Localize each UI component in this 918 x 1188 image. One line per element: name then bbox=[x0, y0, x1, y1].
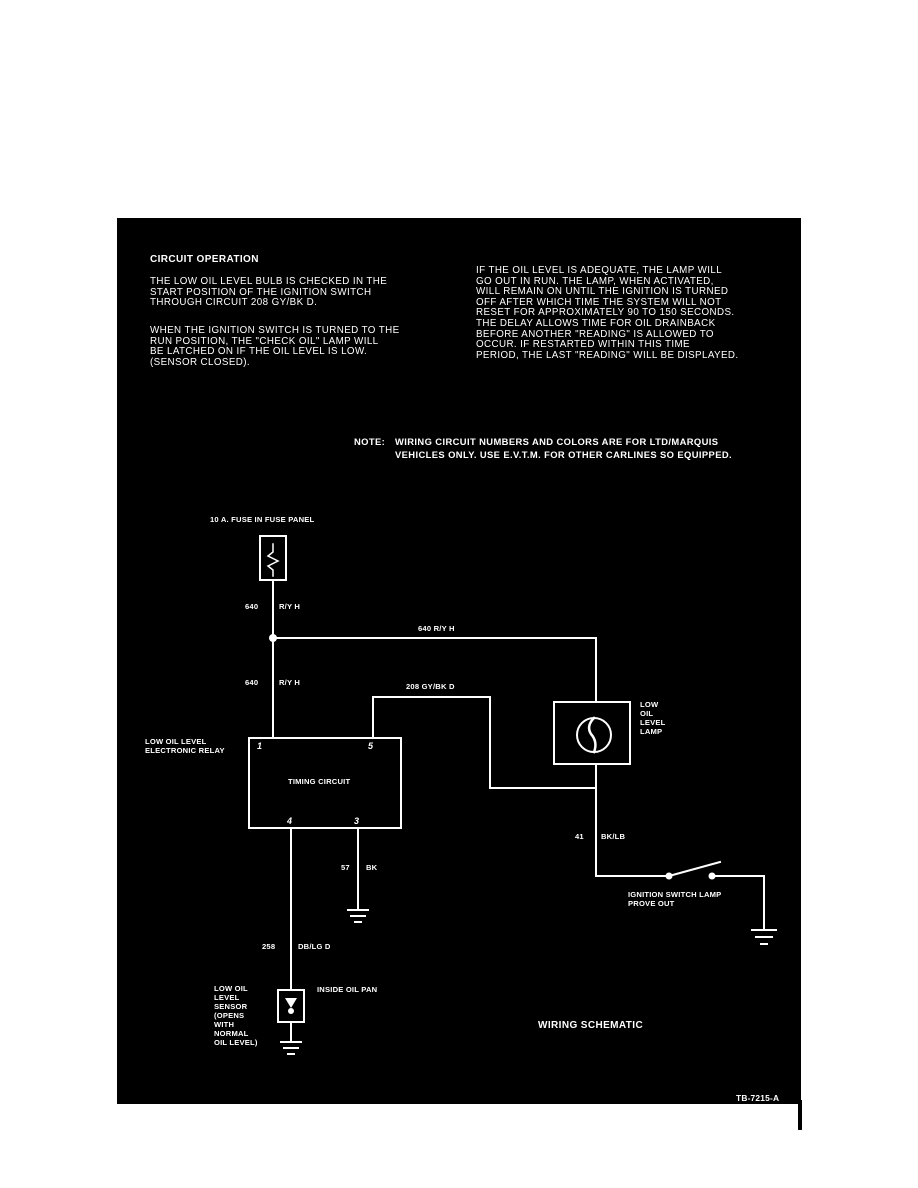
wire-41-number: 41 bbox=[575, 832, 584, 841]
fuse-label: 10 A. FUSE IN FUSE PANEL bbox=[210, 515, 315, 524]
wire-57-color: BK bbox=[366, 863, 378, 872]
wire-41 bbox=[595, 763, 670, 877]
ignition-switch-label: IGNITION SWITCH LAMP PROVE OUT bbox=[628, 890, 722, 908]
ground-symbol-sensor bbox=[280, 1041, 302, 1055]
wiring-schematic-caption: WIRING SCHEMATIC bbox=[538, 1020, 644, 1031]
wire-258-color: DB/LG D bbox=[298, 942, 331, 951]
relay-label: LOW OIL LEVEL ELECTRONIC RELAY bbox=[145, 737, 225, 755]
wire-208 bbox=[372, 696, 597, 789]
wire-640-color-lower: R/Y H bbox=[279, 678, 301, 687]
wire-640-to-lamp bbox=[272, 637, 597, 703]
relay-pin-5: 5 bbox=[368, 741, 374, 751]
wire-41-color: BK/LB bbox=[601, 832, 626, 841]
note-line-2: VEHICLES ONLY. USE E.V.T.M. FOR OTHER CA… bbox=[395, 449, 733, 460]
sensor-label: LOW OIL LEVEL SENSOR (OPENS WITH NORMAL … bbox=[214, 984, 258, 1047]
lamp-filament bbox=[587, 716, 597, 754]
lamp-label: LOW OIL LEVEL LAMP bbox=[640, 700, 666, 736]
timing-circuit-label: TIMING CIRCUIT bbox=[288, 777, 351, 786]
wire-640-number-upper: 640 bbox=[245, 602, 259, 611]
wire-640-color-upper: R/Y H bbox=[279, 602, 301, 611]
sensor-float-icon bbox=[285, 998, 297, 1008]
relay-pin-4: 4 bbox=[287, 816, 293, 826]
oil-pan-label: INSIDE OIL PAN bbox=[317, 985, 378, 994]
wire-640-number-lower: 640 bbox=[245, 678, 259, 687]
switch-ground-wire bbox=[711, 875, 765, 931]
electronic-relay-box bbox=[248, 737, 402, 829]
wire-258-number: 258 bbox=[262, 942, 276, 951]
switch-contact-right bbox=[708, 872, 716, 880]
paragraph-oil-adequate: IF THE OIL LEVEL IS ADEQUATE, THE LAMP W… bbox=[476, 265, 739, 361]
paragraph-run-position: WHEN THE IGNITION SWITCH IS TURNED TO TH… bbox=[150, 325, 400, 368]
schematic-panel bbox=[117, 218, 801, 1104]
lamp-bulb-icon bbox=[576, 717, 612, 753]
circuit-operation-title: CIRCUIT OPERATION bbox=[150, 254, 259, 265]
panel-edge bbox=[798, 1100, 802, 1130]
note-label: NOTE: bbox=[354, 436, 386, 447]
lamp-housing bbox=[553, 701, 631, 765]
reference-code: TB-7215-A bbox=[736, 1093, 780, 1103]
relay-pin-3: 3 bbox=[354, 816, 360, 826]
wire-57-number: 57 bbox=[341, 863, 350, 872]
ignition-switch-blade bbox=[667, 860, 722, 878]
ground-symbol-switch bbox=[751, 929, 777, 945]
wire-208-label: 208 GY/BK D bbox=[406, 682, 455, 691]
sensor-float-ball bbox=[288, 1008, 294, 1014]
fuse-element bbox=[266, 543, 280, 577]
ground-symbol-relay bbox=[347, 909, 369, 923]
note-line-1: WIRING CIRCUIT NUMBERS AND COLORS ARE FO… bbox=[395, 436, 719, 447]
wire-640-top-label: 640 R/Y H bbox=[418, 624, 455, 633]
relay-pin-1: 1 bbox=[257, 741, 263, 751]
paragraph-bulb-check: THE LOW OIL LEVEL BULB IS CHECKED IN THE… bbox=[150, 276, 388, 309]
splice-junction bbox=[269, 634, 277, 642]
switch-contact-left bbox=[665, 872, 673, 880]
